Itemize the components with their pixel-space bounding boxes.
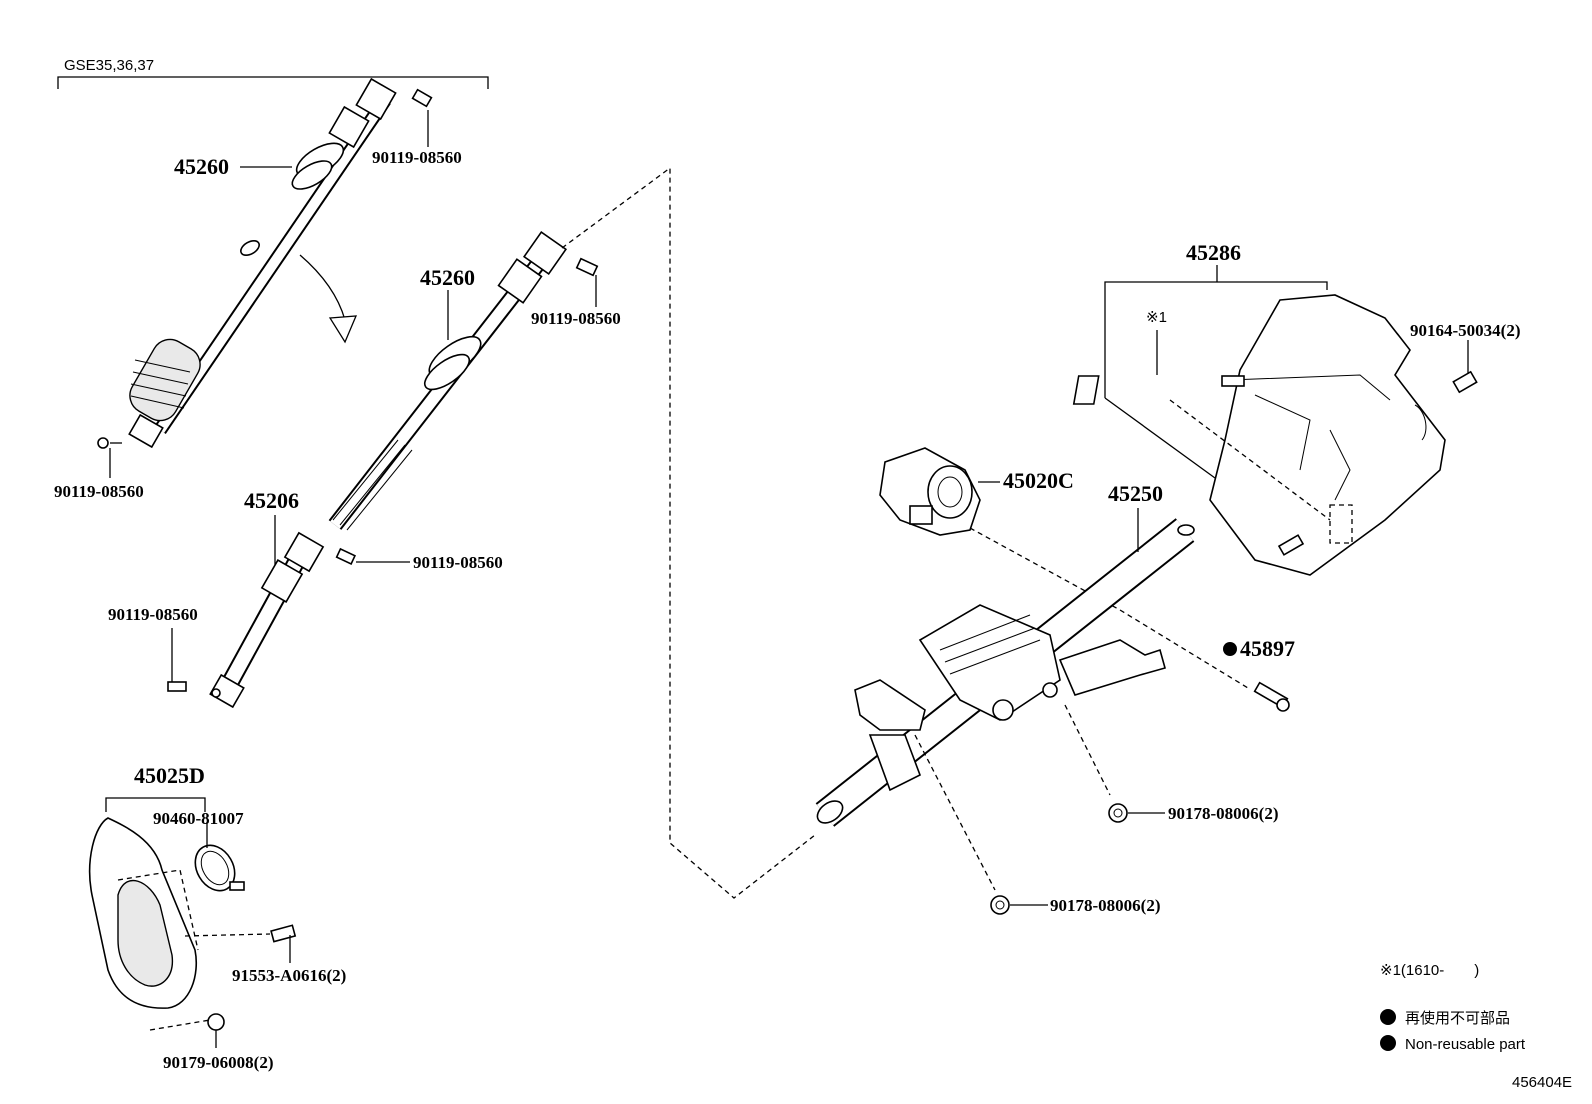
nonreusable-dot-45897: [1223, 642, 1237, 656]
bolt-90119-c: [575, 257, 599, 307]
label-45206: 45206: [244, 488, 299, 513]
label-90119-e: 90119-08560: [108, 605, 198, 624]
bolt-90119-b: [97, 437, 122, 478]
bolt-91553: [270, 924, 297, 963]
bolt-90119-a: [411, 88, 433, 147]
label-90164: 90164-50034(2): [1410, 321, 1520, 340]
label-45260-b: 45260: [420, 265, 475, 290]
switch-45020C: [879, 447, 1121, 611]
cover-45025D: 45025D: [88, 763, 271, 1031]
legend-note: ※1(1610- ): [1380, 962, 1479, 979]
label-45260-a: 45260: [174, 154, 229, 179]
legend-nonreusable-en: Non-reusable part: [1405, 1036, 1526, 1053]
label-90119-c: 90119-08560: [531, 309, 621, 328]
label-90178-a: 90178-08006(2): [1168, 804, 1278, 823]
note-ref-mark: ※1: [1146, 309, 1167, 326]
label-90119-b: 90119-08560: [54, 482, 144, 501]
nut-90178-b: [990, 895, 1048, 915]
label-90460: 90460-81007: [153, 809, 244, 828]
label-90119-a: 90119-08560: [372, 148, 462, 167]
lower-shaft-45206: [209, 531, 325, 709]
label-45897: 45897: [1240, 636, 1295, 661]
label-90179: 90179-06008(2): [163, 1053, 273, 1072]
label-45286: 45286: [1186, 240, 1241, 265]
legend: ※1(1610- ) 再使用不可部品 Non-reusable part: [1380, 962, 1526, 1053]
bolt-90119-e: [167, 628, 187, 692]
figure-code: 456404E: [1512, 1074, 1572, 1091]
label-45020C: 45020C: [1003, 468, 1074, 493]
intermediate-shaft-middle: [328, 230, 568, 531]
connector-dash: [561, 166, 816, 899]
variant-bracket: GSE35,36,37: [57, 57, 489, 89]
column-cover-45286: 45286 ※1: [1072, 240, 1446, 576]
screw-90164: [1452, 340, 1478, 394]
bolt-90119-d: [335, 547, 410, 565]
nut-90179: [207, 1013, 225, 1048]
label-45025D: 45025D: [134, 763, 205, 788]
label-90178-b: 90178-08006(2): [1050, 896, 1160, 915]
bolt-45897: [1223, 642, 1290, 712]
variant-label: GSE35,36,37: [64, 57, 154, 74]
legend-nonreusable-jp: 再使用不可部品: [1405, 1010, 1510, 1027]
label-90119-d: 90119-08560: [413, 553, 503, 572]
intermediate-shaft-upper: [128, 77, 397, 449]
label-91553: 91553-A0616(2): [232, 966, 346, 985]
legend-dot-en: [1380, 1035, 1396, 1051]
label-45250: 45250: [1108, 481, 1163, 506]
steering-column-45250: [815, 518, 1249, 891]
legend-dot-jp: [1380, 1009, 1396, 1025]
nut-90178-a: [1108, 803, 1165, 823]
